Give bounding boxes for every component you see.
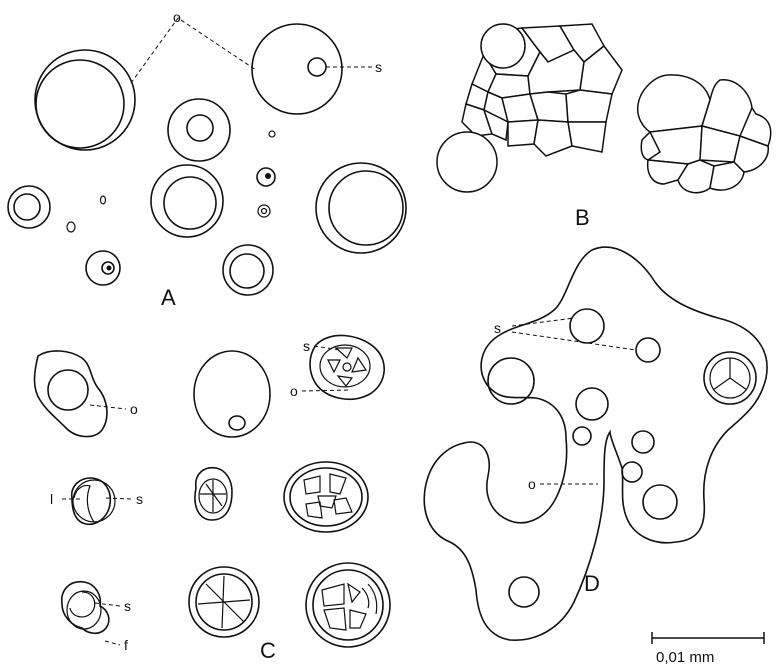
grain-a8: [67, 222, 75, 232]
grain-a1-outer: [35, 50, 135, 150]
grain-a13-inner: [329, 171, 403, 245]
label-c7-f: f: [124, 637, 128, 653]
leader-c3-o: [302, 390, 350, 391]
grain-a4: [269, 131, 275, 137]
grain-a3-inner: [187, 115, 213, 141]
compound-grain-b2: [638, 75, 771, 193]
grain-c7: [62, 582, 109, 634]
grain-a1-inner: [36, 60, 124, 148]
grain-d-s5: [576, 388, 608, 420]
grain-c1-hilum: [48, 370, 88, 410]
panel-a-label: A: [161, 285, 176, 310]
compound-grain-b1: [437, 24, 622, 192]
grain-d-s9: [643, 485, 677, 519]
label-a-s: s: [375, 59, 382, 75]
leader-c1-o: [90, 405, 126, 409]
label-c3-s: s: [303, 338, 310, 354]
leader-c7-f: [105, 641, 120, 645]
grain-d-s10: [509, 577, 539, 607]
grain-c8: [189, 567, 259, 637]
grain-c1-outline: [35, 351, 107, 437]
grain-a7-inner: [14, 194, 40, 220]
grain-c5: [195, 468, 232, 520]
panel-c-label: C: [260, 638, 276, 663]
leader-c7-s: [95, 603, 120, 606]
label-d-o: o: [528, 476, 536, 492]
grain-a2-hilum: [308, 58, 326, 76]
grain-d-s1: [570, 309, 604, 343]
grain-a3-outer: [168, 99, 230, 161]
label-d-s: s: [494, 320, 501, 336]
grain-d-s8: [622, 462, 642, 482]
grain-a9: [101, 196, 106, 204]
label-c7-s: s: [124, 598, 131, 614]
leader-d-s1: [512, 318, 574, 326]
grain-d-s2: [636, 338, 660, 362]
grain-a10-inner: [164, 177, 216, 229]
label-c4-s: s: [136, 491, 143, 507]
grain-a6-outer: [258, 205, 270, 217]
grain-c6: [284, 462, 368, 532]
grain-d-s6: [573, 427, 591, 445]
grain-c4: [72, 478, 115, 524]
grain-a12-inner: [230, 254, 264, 288]
grain-c2-hilum: [229, 416, 245, 430]
grain-c9: [306, 563, 390, 647]
panel-b-label: B: [575, 205, 590, 230]
grain-a6-inner: [262, 209, 267, 214]
label-c3-o: o: [290, 383, 298, 399]
panel-d-label: D: [584, 571, 600, 596]
scale-bar-label: 0,01 mm: [656, 649, 714, 666]
grain-a10-outer: [151, 165, 223, 237]
label-c1-o: o: [130, 401, 138, 417]
panel-c: o s o l s: [35, 335, 391, 663]
scale-bar: 0,01 mm: [652, 632, 764, 666]
grain-d-s7: [632, 431, 654, 453]
grain-a11-dot: [107, 266, 112, 271]
label-a-o: o: [173, 9, 181, 25]
grain-d-s4: [704, 352, 756, 404]
label-c4-l: l: [50, 491, 53, 507]
grain-c2-outline: [194, 351, 270, 437]
leader-d-s2: [512, 332, 636, 350]
grain-a2-outer: [252, 24, 342, 114]
panel-b: B: [437, 24, 771, 230]
panel-a: o s A: [8, 9, 406, 310]
panel-d: s o D: [424, 247, 767, 640]
grain-a11-outer: [86, 251, 120, 285]
leader-a-o: [131, 18, 256, 83]
grain-a5-dot: [265, 173, 271, 179]
